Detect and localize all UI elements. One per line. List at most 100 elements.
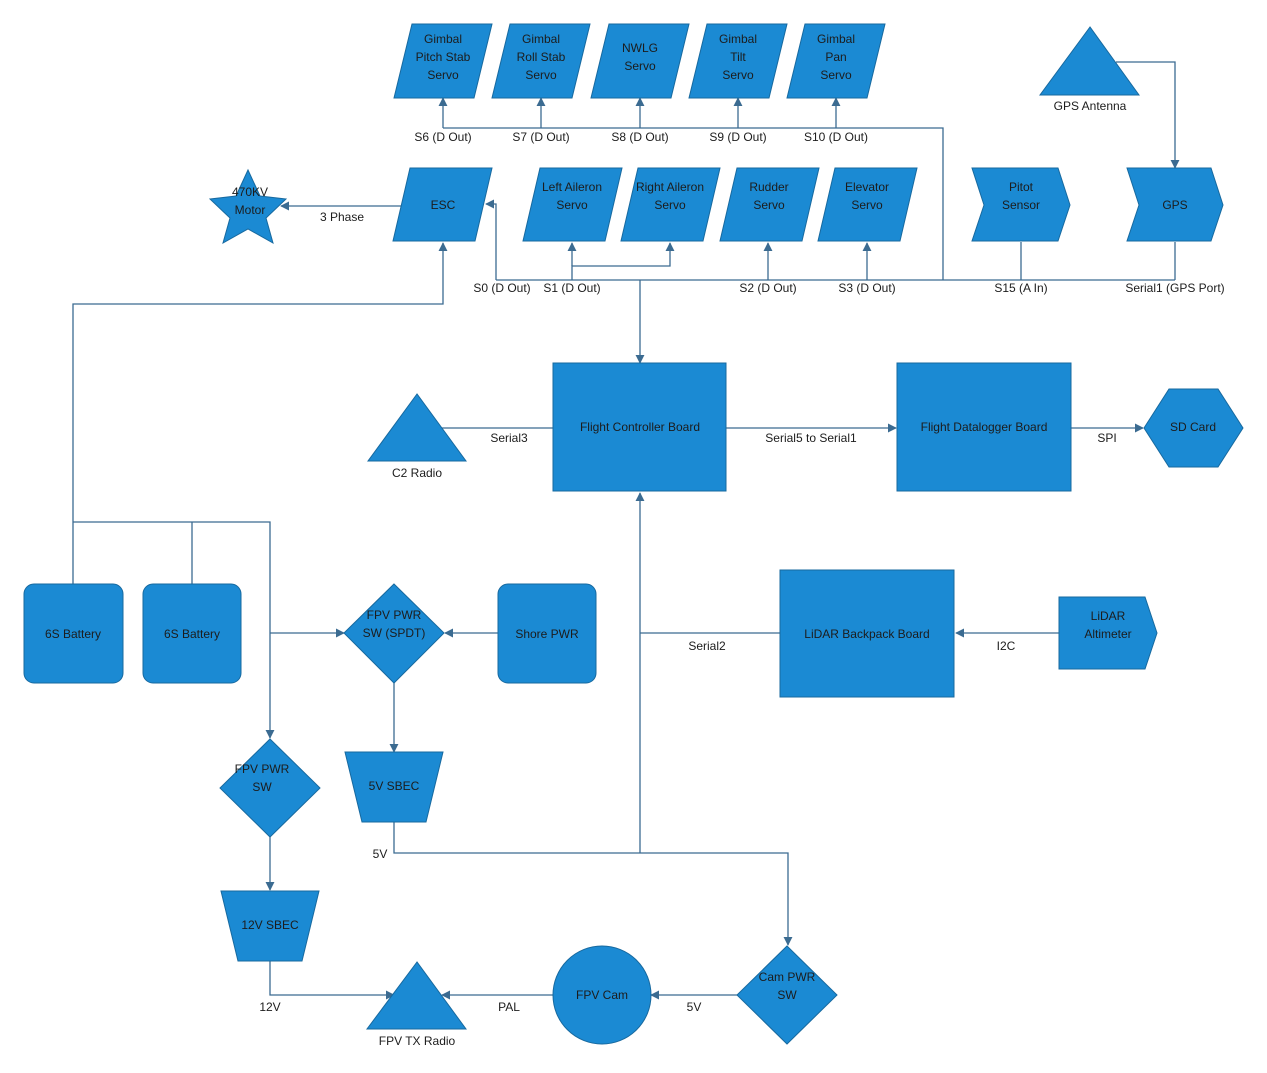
node-label-line: 6S Battery — [45, 627, 101, 641]
battery-6s-1[interactable]: 6S Battery — [23, 583, 124, 684]
svg-text:ESC: ESC — [431, 198, 456, 212]
label-s9: S9 (D Out) — [709, 130, 766, 144]
sbec-5v[interactable]: 5V SBEC — [344, 751, 444, 823]
label-spi: SPI — [1097, 431, 1116, 445]
node-label-line: Rudder — [749, 180, 788, 194]
node-label-line: FPV Cam — [576, 988, 628, 1002]
label-s6: S6 (D Out) — [414, 130, 471, 144]
node-label-line: ESC — [431, 198, 456, 212]
node-label-line: Gimbal — [719, 32, 757, 46]
node-label-line: SD Card — [1170, 420, 1216, 434]
node-label-line: Servo — [820, 68, 852, 82]
c2-radio[interactable]: C2 Radio — [367, 393, 467, 480]
lidar-backpack-board[interactable]: LiDAR Backpack Board — [779, 569, 955, 698]
edge-s1-ailerons — [571, 242, 675, 280]
node-label-line: Roll Stab — [517, 50, 566, 64]
edge-servo-bus — [443, 127, 944, 280]
edge-antenna-gps — [1116, 61, 1180, 169]
label-s8: S8 (D Out) — [611, 130, 668, 144]
svg-text:FPV Cam: FPV Cam — [576, 988, 628, 1002]
edge-labels: S6 (D Out) S7 (D Out) S8 (D Out) S9 (D O… — [259, 130, 1224, 1014]
node-label-line: Servo — [556, 198, 588, 212]
svg-text:5V SBEC: 5V SBEC — [369, 779, 420, 793]
nwlg-servo[interactable]: NWLG Servo — [590, 23, 690, 99]
node-label-line: Servo — [427, 68, 459, 82]
node-label-line: Gimbal — [424, 32, 462, 46]
gps-module[interactable]: GPS — [1126, 167, 1224, 242]
label-5v-cam: 5V — [687, 1000, 702, 1014]
svg-text:LiDAR Backpack Board: LiDAR Backpack Board — [804, 627, 929, 641]
sd-card[interactable]: SD Card — [1143, 388, 1244, 468]
label-5v-sbec: 5V — [373, 847, 388, 861]
sbec-12v[interactable]: 12V SBEC — [220, 890, 320, 962]
label-s3: S3 (D Out) — [838, 281, 895, 295]
svg-text:Flight Datalogger Board: Flight Datalogger Board — [921, 420, 1048, 434]
node-label-line: NWLG — [622, 41, 658, 55]
node-label-line: Elevator — [845, 180, 889, 194]
motor-470kv[interactable]: 470KV Motor — [208, 168, 288, 245]
node-label-line: FPV PWR — [235, 762, 290, 776]
esc[interactable]: ESC — [392, 167, 493, 242]
node-label-line: Tilt — [730, 50, 746, 64]
label-pal: PAL — [498, 1000, 520, 1014]
svg-text:GPS Antenna: GPS Antenna — [1054, 99, 1127, 113]
node-label-line: 12V SBEC — [241, 918, 299, 932]
node-label-line: Cam PWR — [759, 970, 816, 984]
node-label-line: Servo — [851, 198, 883, 212]
svg-text:Flight Controller Board: Flight Controller Board — [580, 420, 700, 434]
label-s1: S1 (D Out) — [543, 281, 600, 295]
node-label-line: FPV TX Radio — [379, 1034, 456, 1048]
node-label-line: 470KV — [232, 185, 268, 199]
node-label-line: LiDAR Backpack Board — [804, 627, 929, 641]
node-label-line: 5V SBEC — [369, 779, 420, 793]
flight-datalogger-board[interactable]: Flight Datalogger Board — [896, 362, 1072, 492]
label-3-phase: 3 Phase — [320, 210, 364, 224]
label-serial2: Serial2 — [688, 639, 726, 653]
shore-power[interactable]: Shore PWR — [497, 583, 597, 684]
svg-text:C2 Radio: C2 Radio — [392, 466, 442, 480]
label-serial3: Serial3 — [490, 431, 528, 445]
node-label-line: SW (SPDT) — [363, 626, 426, 640]
node-label-line: Servo — [654, 198, 686, 212]
svg-text:6S Battery: 6S Battery — [164, 627, 220, 641]
node-label-line: Servo — [624, 59, 656, 73]
node-label-line: LiDAR — [1091, 609, 1126, 623]
node-label-line: Motor — [235, 203, 266, 217]
fpv-tx-radio[interactable]: FPV TX Radio — [366, 961, 467, 1048]
node-label-line: Flight Datalogger Board — [921, 420, 1048, 434]
node-label-line: Gimbal — [522, 32, 560, 46]
label-s10: S10 (D Out) — [804, 130, 868, 144]
flight-controller-board[interactable]: Flight Controller Board — [552, 362, 727, 492]
node-label-line: Pitot — [1009, 180, 1034, 194]
fpv-camera[interactable]: FPV Cam — [552, 945, 652, 1045]
edge-12v-tx — [269, 961, 395, 1000]
node-label-line: C2 Radio — [392, 466, 442, 480]
gps-antenna[interactable]: GPS Antenna — [1039, 26, 1140, 113]
battery-6s-2[interactable]: 6S Battery — [142, 583, 242, 684]
